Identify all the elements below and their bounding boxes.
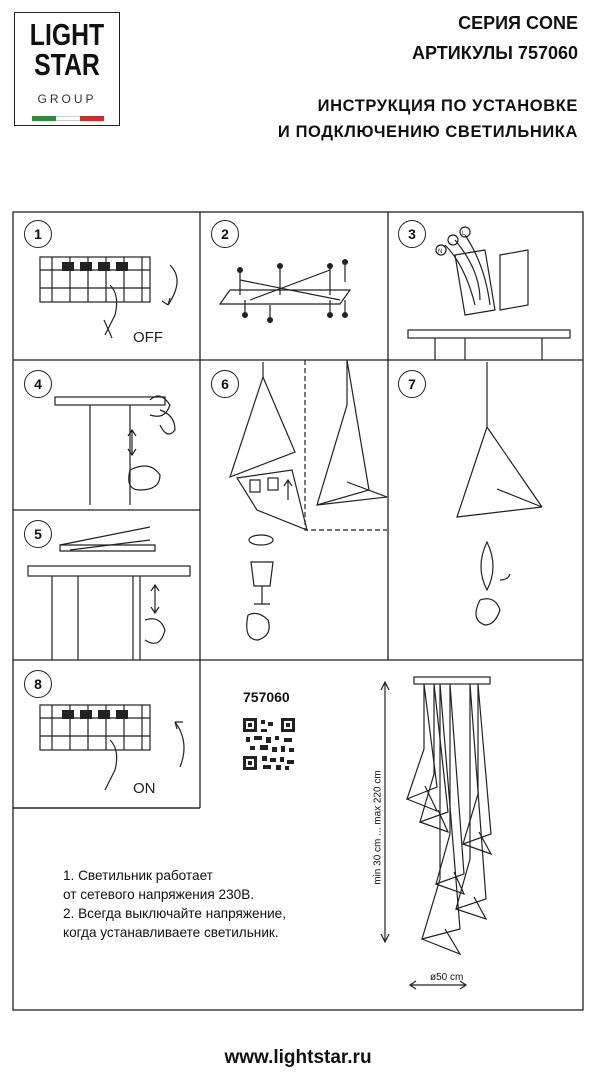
step-6-badge: 6 [211, 370, 239, 398]
off-label: OFF [133, 329, 163, 346]
panel-grid [12, 211, 584, 1011]
step-4-badge: 4 [24, 370, 52, 398]
breaker-panel-on-drawing [39, 704, 185, 791]
step-1-badge: 1 [24, 220, 52, 248]
product-overview-drawing [380, 676, 493, 990]
safety-notes: 1. Светильник работает от сетевого напря… [63, 866, 286, 942]
instruction-title-line-2: И ПОДКЛЮЧЕНИЮ СВЕТИЛЬНИКА [277, 123, 578, 141]
diameter-dimension-label: ø50 cm [430, 972, 464, 983]
qr-code-icon [243, 718, 295, 770]
bar-attach-drawing [27, 526, 191, 660]
logo-line-1: LIGHT [29, 17, 105, 52]
on-label: ON [133, 780, 156, 797]
product-code: 757060 [243, 689, 290, 705]
step-8-badge: 8 [24, 670, 52, 698]
wire-n-label: N [438, 249, 442, 255]
wiring-drawing [407, 226, 571, 360]
logo-line-3: GROUP [37, 92, 97, 106]
step-7-badge: 7 [398, 370, 426, 398]
note-line-3: 2. Всегда выключайте напряжение, [63, 906, 287, 921]
wire-l-label: L [462, 231, 466, 237]
step-3-badge: 3 [398, 220, 426, 248]
note-line-2: от сетевого напряжения 230В. [63, 887, 255, 902]
brand-logo: LIGHT STAR GROUP [14, 12, 120, 126]
bulb-install-drawing [456, 362, 543, 626]
breaker-panel-off-drawing [39, 256, 178, 339]
instruction-title-line-1: ИНСТРУКЦИЯ ПО УСТАНОВКЕ [317, 97, 578, 115]
step-2-badge: 2 [211, 220, 239, 248]
note-line-1: 1. Светильник работает [63, 868, 213, 883]
mounting-bar-drawing [218, 259, 352, 323]
note-line-4: когда устанавливаете светильник. [63, 925, 279, 940]
step-5-badge: 5 [24, 520, 52, 548]
height-dimension-label: min 30 cm ... max 220 cm [372, 770, 384, 885]
italian-flag-icon [32, 116, 104, 121]
footer-website-link[interactable]: www.lightstar.ru [224, 1047, 372, 1068]
series-title: СЕРИЯ CONE [458, 13, 578, 33]
logo-line-2: STAR [34, 47, 100, 82]
shade-assembly-drawing [229, 359, 388, 641]
article-number: АРТИКУЛЫ 757060 [412, 43, 578, 63]
ceiling-mount-drawing [54, 395, 176, 505]
